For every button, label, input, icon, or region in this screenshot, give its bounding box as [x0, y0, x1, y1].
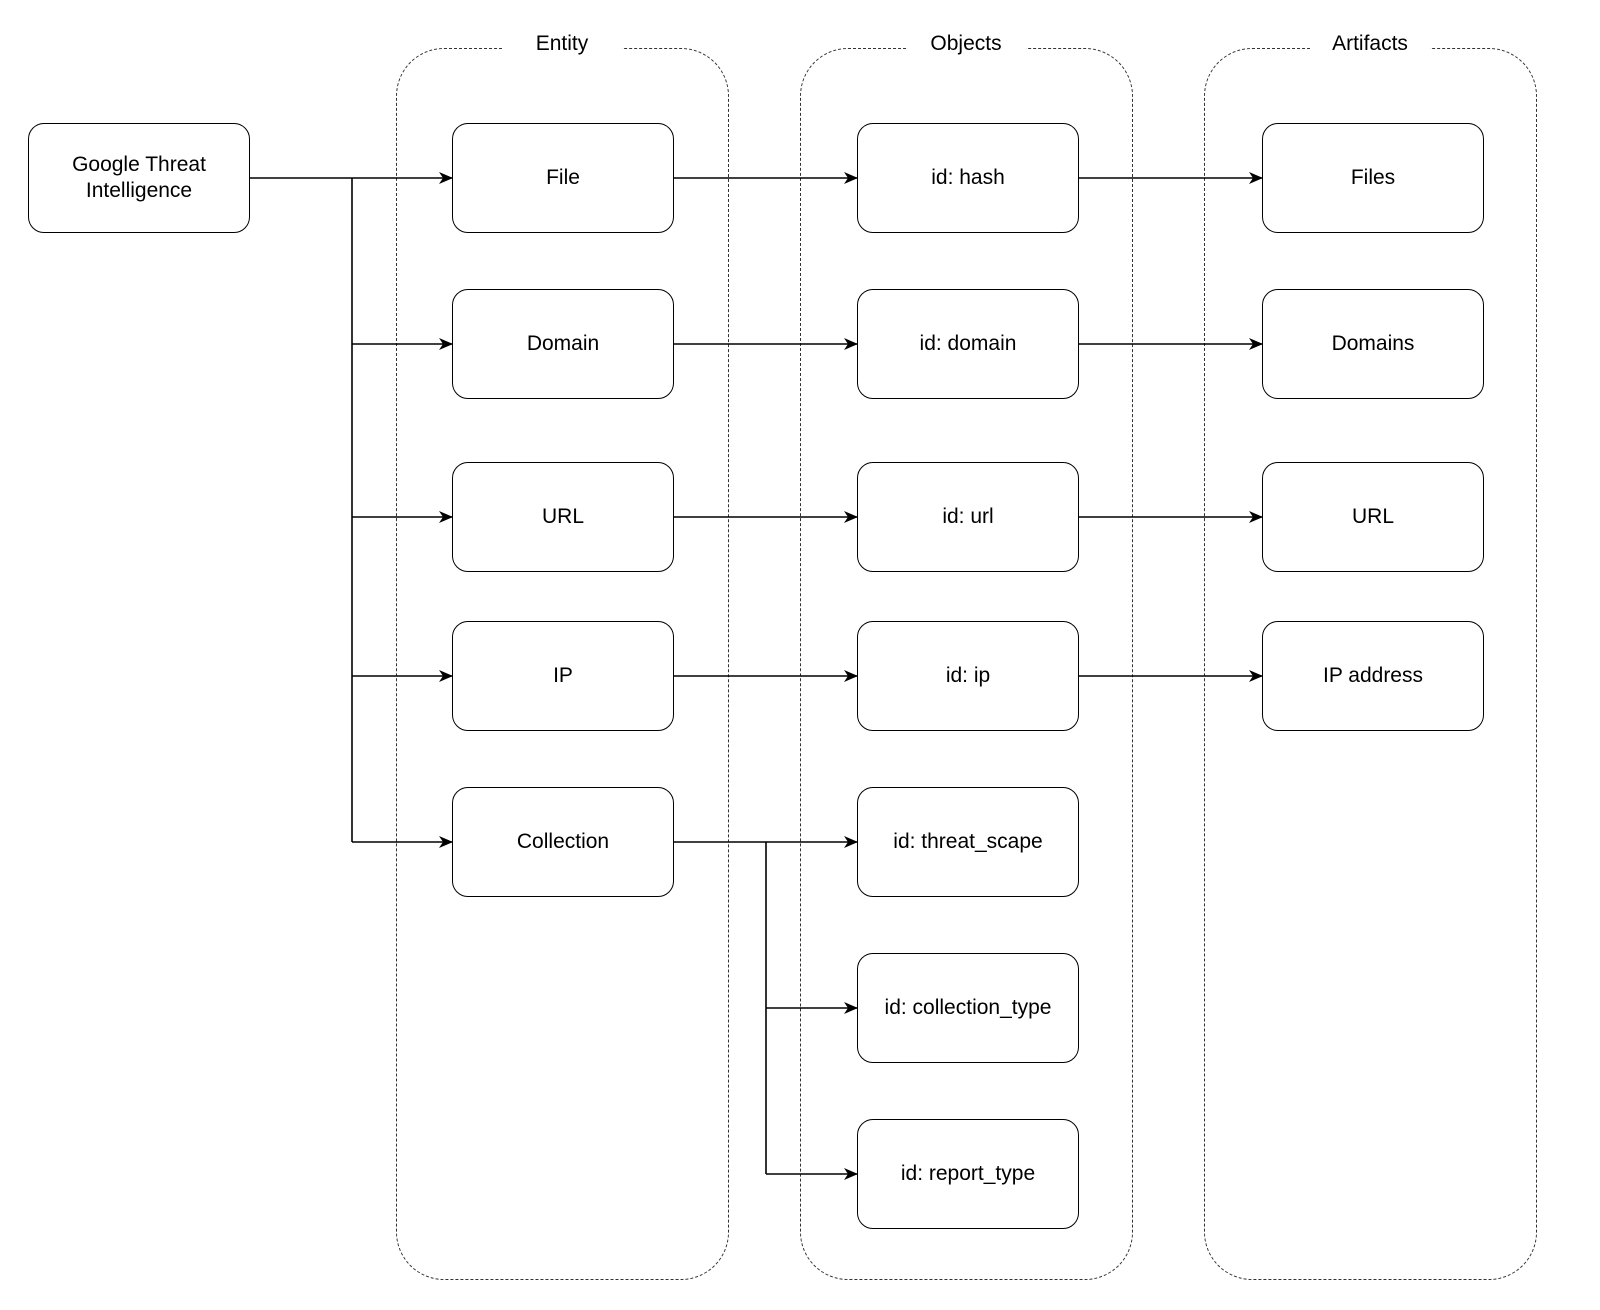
source-node-label: Google Threat Intelligence	[72, 153, 206, 202]
entity-node-url: URL	[452, 462, 674, 572]
artifact-node-label: IP address	[1322, 664, 1423, 687]
artifact-node-label: Files	[1350, 166, 1396, 189]
object-node-label: id: domain	[919, 332, 1017, 355]
objects-group-title: Objects	[906, 31, 1026, 57]
entity-node-label: File	[546, 166, 580, 189]
artifacts-group-title: Artifacts	[1310, 31, 1430, 57]
object-node-hash: id: hash	[857, 123, 1079, 233]
object-node-label: id: url	[942, 505, 994, 528]
artifact-node-label: URL	[1351, 505, 1394, 528]
entity-node-label: Collection	[516, 830, 610, 853]
object-node-label: id: report_type	[900, 1162, 1036, 1185]
entity-node-label: Domain	[526, 332, 600, 355]
object-node-domain: id: domain	[857, 289, 1079, 399]
entity-node-label: URL	[541, 505, 584, 528]
artifact-node-ip-address: IP address	[1262, 621, 1484, 731]
object-node-report-type: id: report_type	[857, 1119, 1079, 1229]
object-node-label: id: threat_scape	[893, 830, 1043, 853]
object-node-ip: id: ip	[857, 621, 1079, 731]
object-node-threat-scape: id: threat_scape	[857, 787, 1079, 897]
object-node-label: id: ip	[945, 664, 991, 687]
artifact-node-url: URL	[1262, 462, 1484, 572]
source-node-google-threat-intelligence: Google Threat Intelligence	[28, 123, 250, 233]
entity-node-collection: Collection	[452, 787, 674, 897]
object-node-label: id: collection_type	[884, 996, 1052, 1019]
artifact-node-label: Domains	[1331, 332, 1415, 355]
entity-node-file: File	[452, 123, 674, 233]
object-node-label: id: hash	[931, 166, 1005, 189]
entity-group-title: Entity	[502, 31, 622, 57]
entity-node-domain: Domain	[452, 289, 674, 399]
artifact-node-files: Files	[1262, 123, 1484, 233]
object-node-url: id: url	[857, 462, 1079, 572]
artifact-node-domains: Domains	[1262, 289, 1484, 399]
entity-node-ip: IP	[452, 621, 674, 731]
object-node-collection-type: id: collection_type	[857, 953, 1079, 1063]
entity-node-label: IP	[553, 664, 573, 687]
